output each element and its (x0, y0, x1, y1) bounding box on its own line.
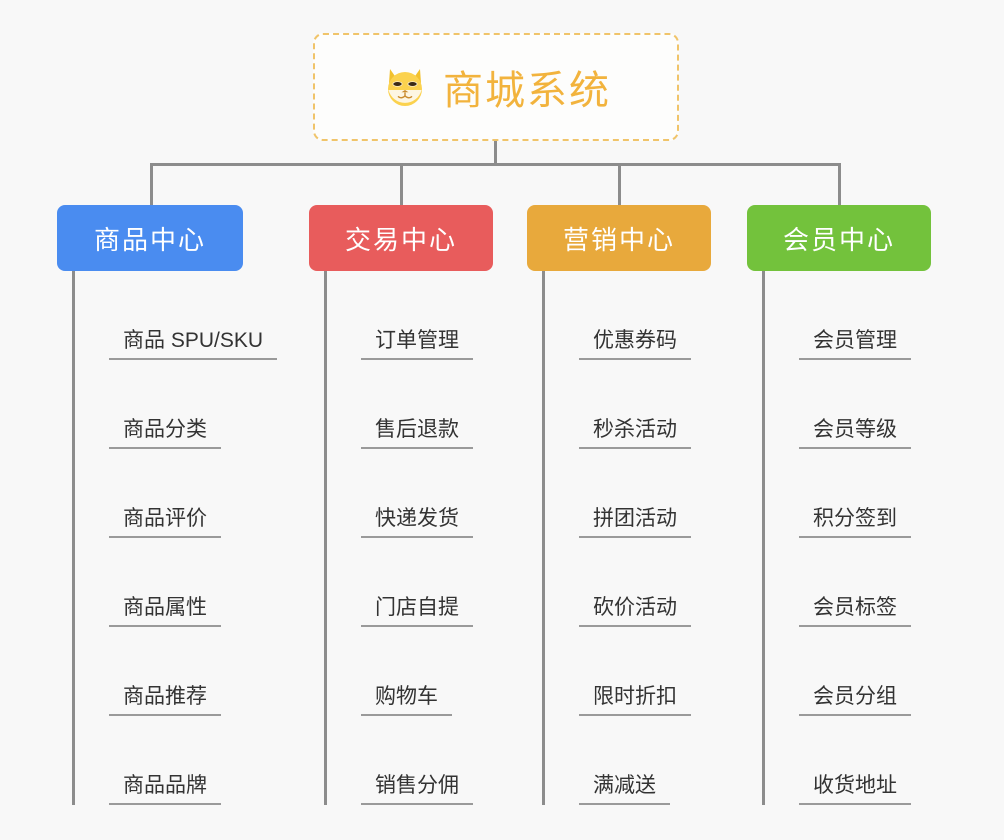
leaf-label: 优惠券码 (579, 329, 691, 360)
list-item[interactable]: 会员管理 (765, 271, 931, 360)
connector-root-vertical (494, 141, 497, 165)
leaf-label: 商品推荐 (109, 685, 221, 716)
list-item[interactable]: 商品属性 (75, 538, 243, 627)
leaf-label: 售后退款 (361, 418, 473, 449)
connector-drop-2 (400, 163, 403, 205)
leaf-label: 限时折扣 (579, 685, 691, 716)
leaf-list-member-center: 会员管理 会员等级 积分签到 会员标签 会员分组 收货地址 (762, 271, 931, 805)
root-node[interactable]: 商城系统 (313, 33, 679, 141)
leaf-label: 订单管理 (361, 329, 473, 360)
list-item[interactable]: 商品推荐 (75, 627, 243, 716)
leaf-label: 门店自提 (361, 596, 473, 627)
list-item[interactable]: 购物车 (327, 627, 493, 716)
leaf-label: 会员标签 (799, 596, 911, 627)
list-item[interactable]: 优惠券码 (545, 271, 711, 360)
list-item[interactable]: 商品 SPU/SKU (75, 271, 278, 360)
leaf-label: 拼团活动 (579, 507, 691, 538)
category-header-trade-center[interactable]: 交易中心 (309, 205, 493, 271)
list-item[interactable]: 限时折扣 (545, 627, 711, 716)
leaf-list-marketing-center: 优惠券码 秒杀活动 拼团活动 砍价活动 限时折扣 满减送 (542, 271, 711, 805)
leaf-label: 积分签到 (799, 507, 911, 538)
connector-drop-3 (618, 163, 621, 205)
list-item[interactable]: 商品评价 (75, 449, 243, 538)
connector-horizontal-bus (150, 163, 840, 166)
category-header-member-center[interactable]: 会员中心 (747, 205, 931, 271)
category-label: 营销中心 (562, 224, 675, 255)
leaf-label: 商品属性 (109, 596, 221, 627)
leaf-label: 砍价活动 (579, 596, 691, 627)
list-item[interactable]: 会员标签 (765, 538, 931, 627)
leaf-label: 商品品牌 (109, 774, 221, 805)
category-header-marketing-center[interactable]: 营销中心 (527, 205, 711, 271)
list-item[interactable]: 砍价活动 (545, 538, 711, 627)
list-item[interactable]: 积分签到 (765, 449, 931, 538)
leaf-list-product-center: 商品 SPU/SKU 商品分类 商品评价 商品属性 商品推荐 商品品牌 (72, 271, 278, 805)
leaf-label: 满减送 (579, 774, 670, 805)
connector-drop-4 (838, 163, 841, 205)
list-item[interactable]: 会员等级 (765, 360, 931, 449)
list-item[interactable]: 满减送 (545, 716, 711, 805)
root-title: 商城系统 (443, 69, 611, 113)
list-item[interactable]: 快递发货 (327, 449, 493, 538)
branch-trade-center: 交易中心 订单管理 售后退款 快递发货 门店自提 购物车 销售分佣 (309, 205, 493, 805)
list-item[interactable]: 拼团活动 (545, 449, 711, 538)
leaf-label: 购物车 (361, 685, 452, 716)
leaf-label: 商品评价 (109, 507, 221, 538)
list-item[interactable]: 商品品牌 (75, 716, 243, 805)
leaf-label: 商品分类 (109, 418, 221, 449)
leaf-label: 秒杀活动 (579, 418, 691, 449)
category-label: 交易中心 (344, 224, 457, 255)
list-item[interactable]: 售后退款 (327, 360, 493, 449)
leaf-label: 收货地址 (799, 774, 911, 805)
category-label: 会员中心 (782, 224, 895, 255)
list-item[interactable]: 商品分类 (75, 360, 243, 449)
leaf-label: 会员管理 (799, 329, 911, 360)
leaf-label: 快递发货 (361, 507, 473, 538)
leaf-label: 会员等级 (799, 418, 911, 449)
shiba-dog-face-icon (381, 63, 429, 111)
category-header-product-center[interactable]: 商品中心 (57, 205, 243, 271)
branch-product-center: 商品中心 商品 SPU/SKU 商品分类 商品评价 商品属性 商品推荐 商品品牌 (57, 205, 278, 805)
category-label: 商品中心 (93, 224, 206, 255)
list-item[interactable]: 销售分佣 (327, 716, 493, 805)
branch-marketing-center: 营销中心 优惠券码 秒杀活动 拼团活动 砍价活动 限时折扣 满减送 (527, 205, 711, 805)
leaf-label: 会员分组 (799, 685, 911, 716)
connector-drop-1 (150, 163, 153, 205)
leaf-label: 商品 SPU/SKU (109, 329, 278, 360)
branch-member-center: 会员中心 会员管理 会员等级 积分签到 会员标签 会员分组 收货地址 (747, 205, 931, 805)
leaf-label: 销售分佣 (361, 774, 473, 805)
list-item[interactable]: 收货地址 (765, 716, 931, 805)
leaf-list-trade-center: 订单管理 售后退款 快递发货 门店自提 购物车 销售分佣 (324, 271, 493, 805)
list-item[interactable]: 会员分组 (765, 627, 931, 716)
list-item[interactable]: 门店自提 (327, 538, 493, 627)
list-item[interactable]: 订单管理 (327, 271, 493, 360)
list-item[interactable]: 秒杀活动 (545, 360, 711, 449)
